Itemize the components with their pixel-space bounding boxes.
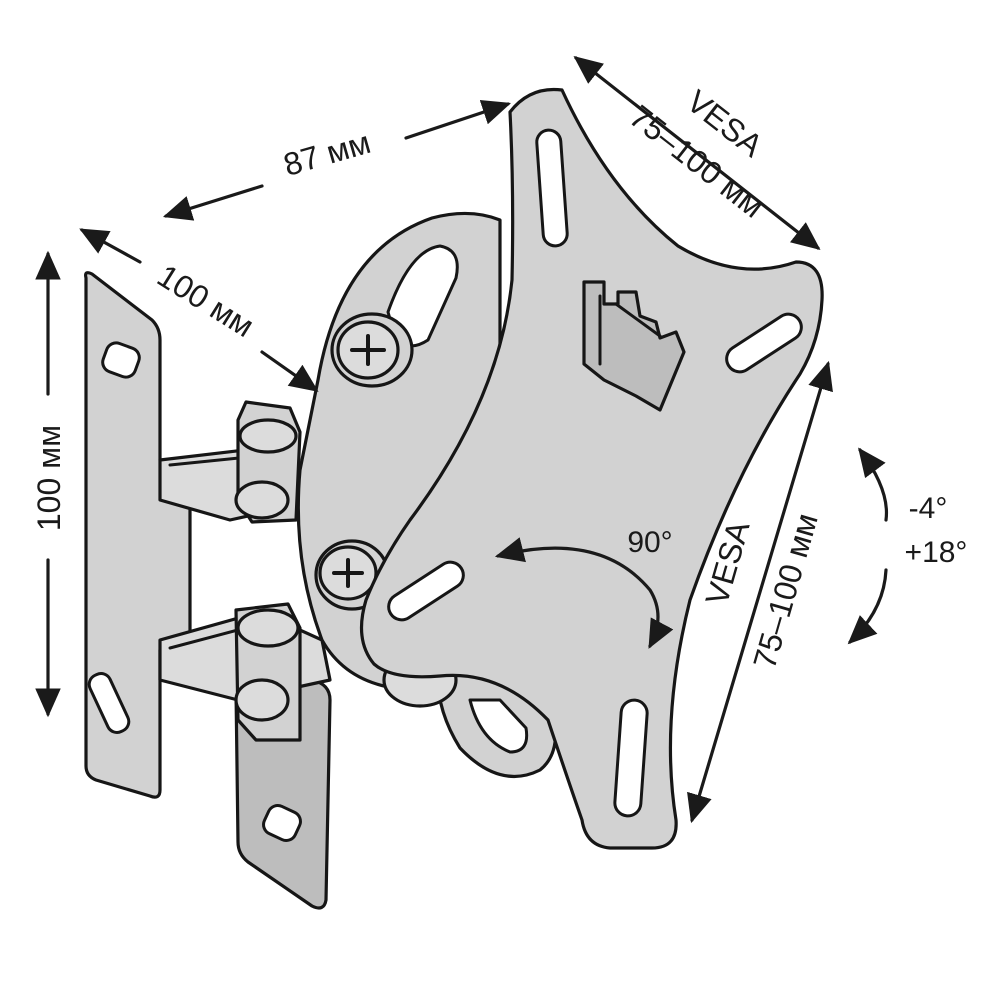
swivel-indicator: 90° bbox=[494, 526, 674, 649]
arm-plate-slot bbox=[262, 804, 302, 842]
label-100mm-height: 100 мм bbox=[31, 425, 67, 531]
vesa-slot-bottom-left bbox=[387, 560, 465, 622]
label-100mm-depth: 100 мм bbox=[151, 257, 260, 344]
dimension-100mm-height: 100 мм bbox=[31, 250, 67, 718]
vesa-slot-top-left bbox=[535, 128, 569, 248]
wall-plate-slot-bottom bbox=[87, 672, 131, 734]
tilt-indicator: -4° +18° bbox=[847, 447, 968, 645]
label-87mm: 87 мм bbox=[279, 124, 374, 183]
lock-tab bbox=[582, 280, 686, 412]
label-tilt-up: +18° bbox=[905, 536, 968, 569]
wall-plate-slot-top bbox=[101, 341, 141, 379]
label-vesa-right-value: 75–100 мм bbox=[746, 509, 825, 672]
screw-top bbox=[330, 312, 414, 388]
hinge-pins bbox=[234, 400, 302, 742]
label-swivel: 90° bbox=[627, 526, 672, 559]
vesa-slot-bottom-right bbox=[613, 698, 649, 818]
wall-plate bbox=[84, 271, 192, 799]
dimension-87mm: 87 мм bbox=[162, 99, 512, 221]
label-tilt-down: -4° bbox=[909, 492, 948, 525]
vesa-plate bbox=[359, 87, 824, 850]
